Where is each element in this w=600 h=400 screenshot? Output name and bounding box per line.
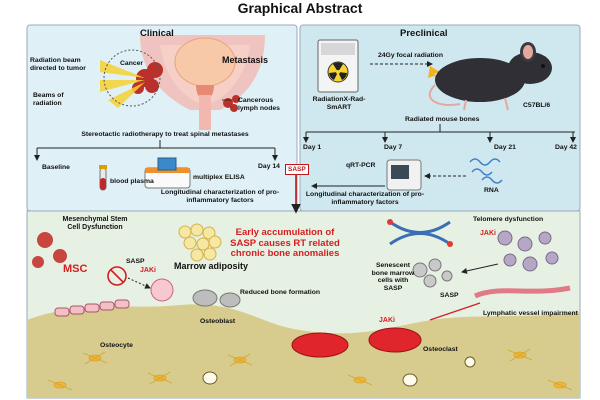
bone-pits bbox=[202, 356, 476, 387]
pelvis-illustration bbox=[140, 35, 265, 130]
senescent-cells bbox=[412, 258, 453, 288]
marrow-cells bbox=[497, 230, 559, 272]
radiation-beam-label: Radiation beam directed to tumor bbox=[30, 57, 86, 72]
chromosome-icon bbox=[389, 220, 451, 246]
sasp-badge: SASP bbox=[285, 164, 309, 175]
lymph-nodes bbox=[223, 95, 240, 112]
rna-icon bbox=[469, 158, 503, 184]
day-42-label: Day 42 bbox=[555, 144, 577, 151]
lymph-label: Cancerous lymph nodes bbox=[238, 97, 280, 112]
headline-text: Early accumulation of SASP causes RT rel… bbox=[230, 227, 340, 259]
jaki-osteoclast-label: JAKi bbox=[379, 317, 395, 324]
clinical-header: Clinical bbox=[140, 28, 174, 39]
cancer-label: Cancer bbox=[120, 60, 144, 67]
elisa-machine-icon bbox=[144, 157, 191, 189]
day-1-label: Day 1 bbox=[303, 144, 322, 151]
msc-label: MSC bbox=[63, 263, 88, 275]
msc-pink-cell bbox=[150, 278, 174, 302]
reduced-osteoblast-cells bbox=[192, 289, 241, 308]
beam-dashed-outline bbox=[103, 49, 161, 107]
device-label: RadiationX-Rad-SmART bbox=[312, 96, 366, 111]
lightning-icon bbox=[428, 66, 444, 82]
osteoblast-label: Osteoblast bbox=[200, 318, 236, 325]
inhibit-line bbox=[429, 302, 481, 321]
clinical-caption: Stereotactic radiotherapy to treat spina… bbox=[81, 131, 249, 138]
radiation-beams bbox=[100, 60, 145, 108]
lymphatic-label: Lymphatic vessel impairment bbox=[483, 310, 578, 317]
preclinical-longitudinal-label: Longitudinal characterization of pro-inf… bbox=[305, 191, 425, 206]
blood-plasma-label: blood plasma bbox=[110, 178, 154, 185]
sasp-bottom-label: SASP bbox=[126, 258, 145, 265]
marrow-adipocytes bbox=[178, 223, 222, 262]
sasp-senescent-label: SASP bbox=[440, 292, 459, 299]
msc-cell bbox=[32, 232, 67, 268]
focal-radiation-label: 24Gy focal radiation bbox=[378, 52, 443, 59]
no-symbol-icon bbox=[107, 266, 127, 286]
mouse-illustration bbox=[428, 42, 552, 111]
osteoclast-cells bbox=[291, 327, 422, 358]
clinical-longitudinal-label: Longitudinal characterization of pro-inf… bbox=[160, 189, 280, 204]
beams-label: Beams of radiation bbox=[33, 92, 64, 107]
preclinical-header: Preclinical bbox=[400, 28, 448, 39]
osteocyte-cells bbox=[47, 348, 573, 391]
radiation-device-icon bbox=[317, 39, 359, 93]
day-7-label: Day 7 bbox=[384, 144, 403, 151]
page-title: Graphical Abstract bbox=[237, 0, 363, 16]
day14-label: Day 14 bbox=[258, 163, 280, 170]
reduced-bone-formation-label: Reduced bone formation bbox=[240, 289, 321, 296]
osteoblast-cells bbox=[54, 299, 130, 317]
osteoclast-label: Osteoclast bbox=[423, 346, 458, 353]
msc-dysfunction-label: Mesenchymal Stem Cell Dysfunction bbox=[62, 216, 128, 231]
qrtpcr-label: qRT-PCR bbox=[346, 162, 376, 169]
pcr-machine-icon bbox=[386, 159, 422, 191]
metastasis-label: Metastasis bbox=[222, 55, 269, 65]
blood-tube-icon bbox=[99, 165, 107, 191]
senescent-cells-label: Senescent bone marrow cells with SASP bbox=[371, 262, 415, 292]
lymphatic-vessel bbox=[473, 285, 571, 299]
elisa-label: multiplex ELISA bbox=[193, 174, 245, 181]
jaki-telomere-label: JAKi bbox=[480, 230, 496, 237]
telomere-label: Telomere dysfunction bbox=[473, 216, 544, 223]
day-21-label: Day 21 bbox=[494, 144, 516, 151]
osteocyte-label: Osteocyte bbox=[100, 342, 133, 349]
baseline-label: Baseline bbox=[42, 164, 70, 171]
mouse-bones-label: Radiated mouse bones bbox=[405, 116, 480, 123]
marrow-adiposity-label: Marrow adiposity bbox=[174, 261, 249, 271]
jaki-msc-label: JAKi bbox=[140, 267, 156, 274]
rna-label: RNA bbox=[484, 187, 499, 194]
mouse-strain-label: C57BL/6 bbox=[523, 102, 551, 109]
